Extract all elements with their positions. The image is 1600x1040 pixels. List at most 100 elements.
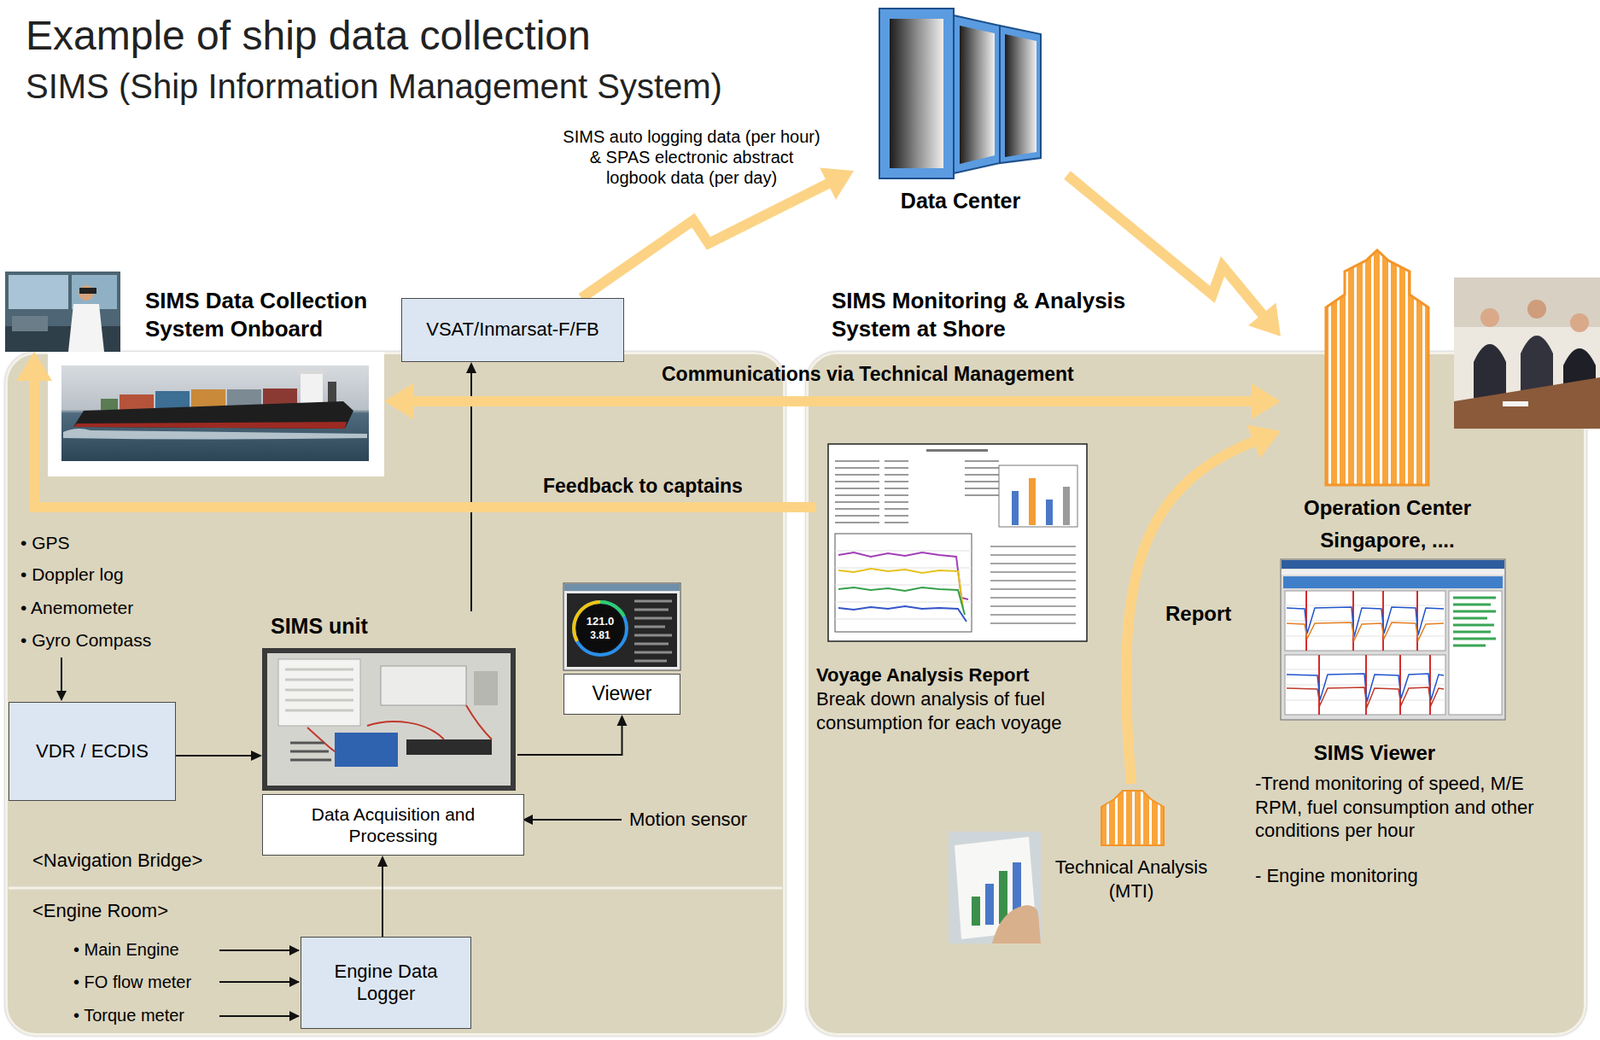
diagram-title: Example of ship data collection [25,10,591,62]
viewer-block: SIMS Viewer -Trend monitoring of speed, M… [1250,559,1563,894]
ship-photo [47,351,385,477]
text-slot: Technical Analysis (MTI) [1045,855,1217,903]
process-box: Data Acquisition and Processing [262,794,525,856]
sims-unit-photo [262,648,516,791]
connector-line [581,181,834,298]
box-label: VSAT/Inmarsat-F/FB [426,318,600,341]
text-slot: Report [1165,601,1232,627]
annotation: • Anemometer [20,596,134,619]
annotation: • Main Engine [73,939,180,961]
text-slot: SIMS Data Collection System Onboard [145,286,402,343]
annotation: 121.0 [581,614,619,629]
text-slot: • Doppler log [20,563,124,586]
viewer-screenshot [1280,559,1506,720]
edge-label: SIMS auto logging data (per hour) & SPAS… [559,126,824,188]
arrowhead [466,362,477,374]
onboard-panel: SIMS Data Collection System OnboardVDR /… [5,351,786,1036]
annotation: • FO flow meter [73,971,192,993]
arrowhead [16,351,53,381]
meeting-photo [1454,277,1600,429]
connector [16,351,817,508]
connector [581,167,854,298]
arrowhead [1248,302,1281,337]
text-slot: 121.0 [581,614,619,629]
node-caption: Data Center [853,187,1068,215]
annotation: • GPS [20,531,71,555]
text-slot: Singapore, .... [1280,527,1495,554]
node-caption: Operation Center [1280,495,1495,521]
arrowhead [377,855,388,867]
viewer-box: Viewer [563,673,681,715]
node-caption: Voyage Analysis Report [816,663,1029,688]
arrowhead [1251,383,1281,420]
text-slot: • Gyro Compass [20,629,152,652]
connector-line [470,370,473,612]
connector-line [407,396,1258,407]
satcom-box: VSAT/Inmarsat-F/FB [401,297,625,363]
tech-analysis: Technical Analysis (MTI) [1045,783,1217,906]
text-slot: Example of ship data collection [25,10,591,62]
annotation: <Engine Room> [32,899,169,923]
text-slot: SIMS (Ship Information Management System… [25,64,723,108]
region-heading: SIMS Data Collection System Onboard [145,286,402,343]
text-slot: • Torque meter [73,1004,185,1027]
text-slot: Data Center [853,187,1068,215]
box-label: VDR / ECDIS [35,740,149,763]
text-slot: SIMS unit [270,613,368,640]
text-slot: Communications via Technical Management [661,362,1075,387]
report-image [828,443,1087,642]
annotation: SIMS (Ship Information Management System… [25,64,723,108]
connector-line [34,374,817,508]
logger-box: Engine Data Logger [300,936,472,1029]
text-slot: 3.81 [581,629,619,642]
captain-photo [5,271,121,352]
arrowhead [819,167,854,200]
building-icon [1101,790,1164,846]
text-slot: • FO flow meter [73,971,192,993]
edge-label: Communications via Technical Management [661,362,1075,387]
arrowhead [1247,425,1281,459]
text-slot: Feedback to captains [543,473,743,499]
text-slot: <Navigation Bridge> [32,848,203,873]
text-slot: Break down analysis of fuel consumption … [816,687,1098,735]
node-caption: - Engine monitoring [1255,864,1559,888]
annotation: • Doppler log [20,563,124,586]
node-caption: SIMS Viewer [1276,740,1473,766]
annotation: 3.81 [581,629,619,642]
text-slot: <Engine Room> [32,899,169,923]
report-block: Voyage Analysis ReportBreak down analysi… [816,439,1098,735]
annotation: • Gyro Compass [20,629,152,652]
connector [517,714,628,755]
annotation: • Torque meter [73,1004,185,1027]
connector-line [175,754,254,757]
arrowhead [384,383,414,420]
arrowhead [617,714,628,726]
text-slot: SIMS Viewer [1276,740,1473,766]
vdr-box: VDR / ECDIS [8,701,176,801]
node-caption: -Trend monitoring of speed, M/E RPM, fue… [1255,771,1559,843]
operation-center: Operation CenterSingapore, .... [1280,243,1495,558]
connector [1126,425,1281,784]
connector [1067,175,1281,337]
text-slot: • GPS [20,531,71,555]
box-label: Engine Data Logger [321,960,450,1006]
node-heading: SIMS unit [270,613,368,640]
edge-label: Feedback to captains [543,473,743,499]
text-slot: -Trend monitoring of speed, M/E RPM, fue… [1255,771,1559,843]
data-center: Data Center [853,6,1068,221]
sims-unit: SIMS unit [262,611,518,793]
text-slot: • Anemometer [20,596,134,619]
connector-line [1067,175,1267,319]
server-icon [879,8,1041,179]
text-slot: SIMS Monitoring & Analysis System at Sho… [831,286,1174,343]
node-caption: Break down analysis of fuel consumption … [816,687,1098,735]
connector [377,855,388,937]
text-slot: • Main Engine [73,939,180,961]
text-slot: SIMS auto logging data (per hour) & SPAS… [559,126,824,188]
region-heading: SIMS Monitoring & Analysis System at Sho… [831,286,1174,343]
box-label: Data Acquisition and Processing [269,803,517,847]
viewer-screenshot [563,583,681,671]
connector-line [1126,439,1260,784]
box-label: Viewer [592,682,653,707]
connector-line [381,864,384,937]
